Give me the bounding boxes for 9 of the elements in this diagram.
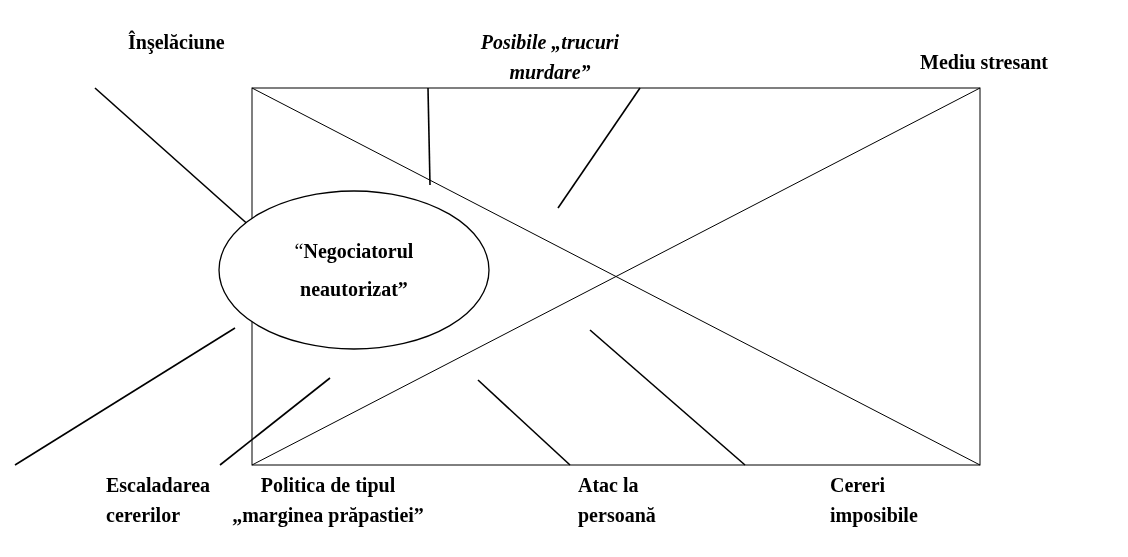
label-text: Atac la persoană <box>578 473 657 529</box>
label-text: Escaladarea cererilor <box>106 473 212 528</box>
label-text: Înşelăciune <box>128 29 226 56</box>
ellipse-node <box>218 190 490 350</box>
label-text: Posibile „trucuri murdare” <box>479 30 621 85</box>
label-text: Cereri imposibile <box>830 473 919 529</box>
node-title: “Negociatorul neautorizat” <box>293 239 415 302</box>
label-text: Mediu stresant <box>920 50 1049 75</box>
label-text: Politica de tipul „marginea prăpastiei” <box>231 473 425 529</box>
